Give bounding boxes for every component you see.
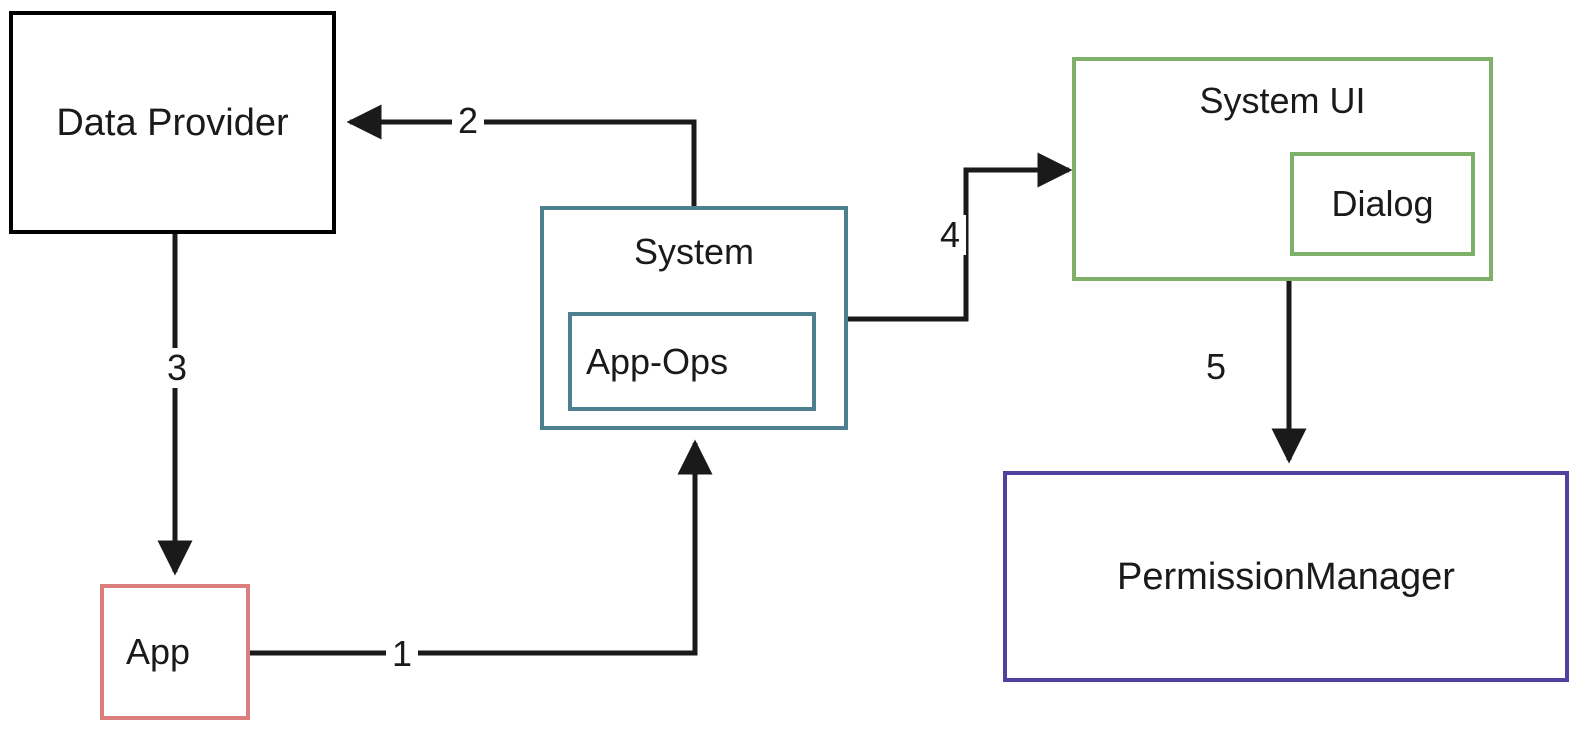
node-permission-manager-label: PermissionManager [1117, 555, 1455, 598]
node-app[interactable]: App [100, 584, 250, 720]
node-data-provider-label: Data Provider [56, 101, 289, 144]
edge-label-2: 2 [452, 101, 485, 141]
node-dialog[interactable]: Dialog [1290, 152, 1475, 256]
edge-label-1: 1 [386, 634, 419, 674]
node-permission-manager[interactable]: PermissionManager [1003, 471, 1569, 682]
edge-label-3: 3 [161, 348, 194, 388]
node-data-provider[interactable]: Data Provider [9, 11, 336, 234]
edge-1-path [250, 439, 713, 656]
edge-label-5: 5 [1200, 347, 1233, 387]
node-app-label: App [126, 631, 191, 672]
node-system-label: System [633, 231, 755, 272]
edge-label-4: 4 [934, 215, 967, 255]
node-app-ops-label: App-Ops [586, 340, 729, 382]
edge-2-path [346, 104, 697, 206]
node-app-ops[interactable]: App-Ops [568, 312, 816, 411]
node-system-ui-label: System UI [1199, 80, 1366, 121]
node-dialog-label: Dialog [1331, 183, 1434, 224]
